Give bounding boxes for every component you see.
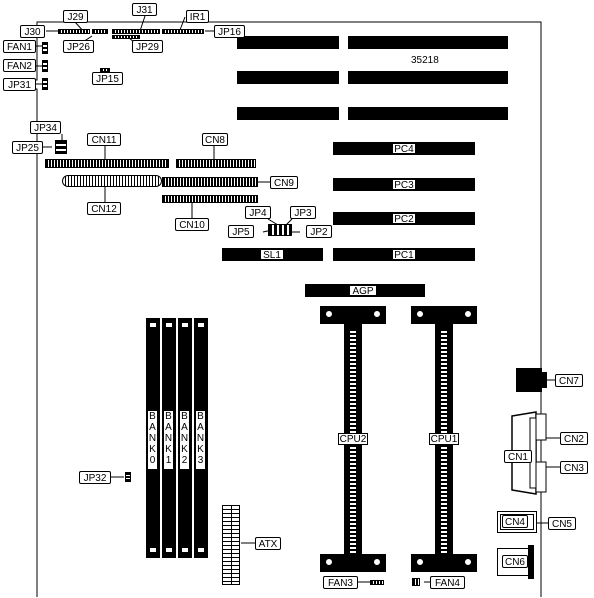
label-j30: J30: [20, 25, 45, 38]
label-j29: J29: [63, 10, 88, 23]
cpu1-slot-bottom-bracket: [411, 554, 477, 572]
board-model-text: 35218: [411, 55, 439, 66]
label-fan2: FAN2: [3, 59, 36, 72]
atx-connector: [222, 505, 240, 585]
jp26-header: [92, 29, 108, 34]
memory-bank-1-label: BANK1: [163, 410, 174, 470]
label-jp34: JP34: [30, 121, 61, 134]
label-atx: ATX: [255, 537, 281, 550]
label-cn4: CN4: [502, 515, 528, 528]
cpu2-slot-label: CPU2: [338, 433, 368, 445]
label-jp16: JP16: [214, 25, 245, 38]
label-cn5: CN5: [548, 517, 576, 530]
mount-hole-icon: [415, 557, 425, 567]
cpu2-slot-top-bracket: [320, 306, 386, 324]
mount-hole-icon: [324, 309, 334, 319]
mount-hole-icon: [415, 309, 425, 319]
cpu1-slot-top-bracket: [411, 306, 477, 324]
mount-hole-icon: [324, 557, 334, 567]
pci-slot-pc3-label: PC3: [392, 179, 416, 191]
pci-slot-pc1-label: PC1: [392, 249, 416, 261]
label-cn7: CN7: [555, 374, 583, 387]
isa-slot: [237, 71, 339, 84]
label-jp29: JP29: [132, 40, 163, 53]
cn10-header: [162, 195, 258, 203]
fan1-header: [42, 42, 48, 54]
cn9-header: [162, 177, 258, 187]
j31-header: [112, 29, 160, 34]
ir1-header: [162, 29, 204, 34]
isa-slot: [348, 107, 508, 120]
label-fan4: FAN4: [430, 576, 465, 589]
cpu1-slot-label: CPU1: [429, 433, 459, 445]
jp32-header: [125, 472, 131, 482]
mount-hole-icon: [463, 309, 473, 319]
label-cn1: CN1: [504, 450, 532, 463]
cpu2-slot-bottom-bracket: [320, 554, 386, 572]
label-cn3: CN3: [560, 461, 588, 474]
label-jp2: JP2: [306, 225, 332, 238]
mount-hole-icon: [372, 557, 382, 567]
memory-bank-2-label: BANK2: [179, 410, 190, 470]
jp34-jp25-header: [55, 140, 67, 154]
fan3-header: [370, 580, 384, 585]
isa-slot: [237, 107, 339, 120]
fan4-header: [412, 578, 420, 586]
label-j31: J31: [132, 3, 157, 16]
label-jp3: JP3: [290, 206, 316, 219]
cn12-connector: [62, 175, 162, 187]
jp15-header: [100, 68, 110, 72]
label-cn8: CN8: [202, 133, 228, 146]
cn7-connector: [516, 368, 542, 392]
jp31-header: [42, 78, 48, 90]
label-fan1: FAN1: [3, 40, 36, 53]
j30-header: [58, 29, 90, 34]
label-jp26: JP26: [63, 40, 94, 53]
mount-hole-icon: [463, 557, 473, 567]
jp29-header: [112, 35, 140, 39]
label-fan3: FAN3: [323, 576, 358, 589]
label-jp4: JP4: [245, 206, 271, 219]
pci-slot-pc4-label: PC4: [392, 143, 416, 155]
fan2-header: [42, 60, 48, 72]
memory-bank-3-label: BANK3: [195, 410, 206, 470]
label-ir1: IR1: [186, 10, 209, 23]
sl1-slot-label: SL1: [260, 249, 284, 261]
cn11-header: [45, 159, 169, 168]
label-jp15: JP15: [92, 72, 123, 85]
mount-hole-icon: [372, 309, 382, 319]
label-cn11: CN11: [87, 133, 121, 146]
isa-slot: [348, 36, 508, 49]
cn8-header: [176, 159, 256, 168]
agp-slot-label: AGP: [349, 285, 377, 297]
label-jp5: JP5: [228, 225, 254, 238]
memory-bank-0-label: BANK0: [147, 410, 158, 470]
label-cn9: CN9: [270, 176, 298, 189]
pci-slot-pc2-label: PC2: [392, 213, 416, 225]
label-jp25: JP25: [12, 141, 43, 154]
label-jp32: JP32: [79, 471, 111, 484]
jp2-jp5-jumper-block: [268, 224, 292, 236]
label-cn12: CN12: [87, 202, 121, 215]
isa-slot: [237, 36, 339, 49]
cn7-flange: [541, 372, 547, 388]
isa-slot: [348, 71, 508, 84]
label-jp31: JP31: [3, 78, 36, 91]
label-cn6: CN6: [502, 555, 528, 568]
label-cn10: CN10: [175, 218, 209, 231]
label-cn2: CN2: [560, 432, 588, 445]
